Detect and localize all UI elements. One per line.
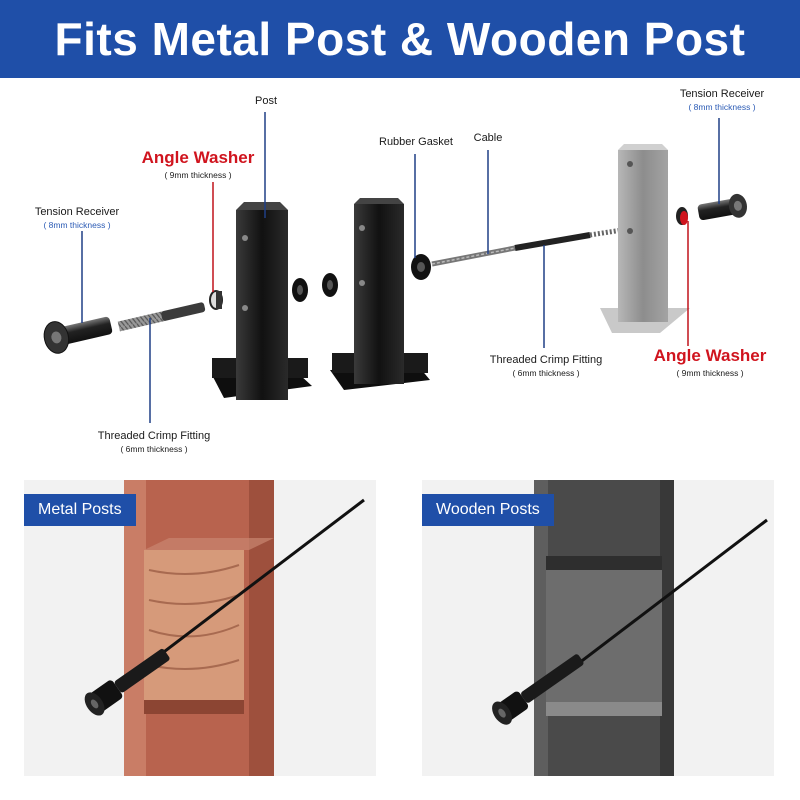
metal-posts-tag: Metal Posts	[24, 494, 136, 526]
threaded-crimp-right-label: Threaded Crimp Fitting ( 6mm thickness )	[489, 354, 603, 378]
black-post-2	[330, 198, 430, 390]
rubber-gaskets-pair	[292, 273, 338, 302]
pointer-lines	[81, 112, 720, 423]
rubber-gasket-part	[411, 254, 431, 280]
angle-washer-right-label: Angle Washer ( 9mm thickness )	[653, 346, 767, 378]
threaded-crimp-left-part	[117, 302, 206, 332]
angle-washer-left-label: Angle Washer ( 9mm thickness )	[141, 148, 255, 180]
rubber-gasket-label: Rubber Gasket	[379, 136, 453, 148]
metal-posts-illustration	[24, 480, 376, 776]
grey-post	[600, 144, 690, 333]
post-label: Post	[254, 95, 277, 107]
angle-washer-left-part	[209, 290, 223, 310]
wooden-posts-illustration	[422, 480, 774, 776]
tension-receiver-left-part	[43, 316, 113, 354]
angle-washer-right-part	[676, 207, 688, 225]
black-post-1	[212, 202, 312, 400]
exploded-diagram: Post Angle Washer ( 9mm thickness ) Tens…	[0, 78, 800, 478]
threaded-crimp-left-label: Threaded Crimp Fitting ( 6mm thickness )	[97, 430, 211, 454]
page-title: Fits Metal Post & Wooden Post	[54, 13, 746, 65]
cable-label: Cable	[473, 132, 503, 144]
cable-part	[431, 227, 623, 267]
tension-receiver-right-label: Tension Receiver ( 8mm thickness )	[679, 88, 765, 112]
metal-posts-panel: Metal Posts	[24, 480, 376, 776]
diagram-art	[43, 112, 748, 423]
tension-receiver-right-part	[697, 193, 748, 221]
title-banner: Fits Metal Post & Wooden Post	[0, 0, 800, 78]
wooden-posts-panel: Wooden Posts	[422, 480, 774, 776]
tension-receiver-left-label: Tension Receiver ( 8mm thickness )	[34, 206, 120, 230]
wooden-posts-tag: Wooden Posts	[422, 494, 554, 526]
